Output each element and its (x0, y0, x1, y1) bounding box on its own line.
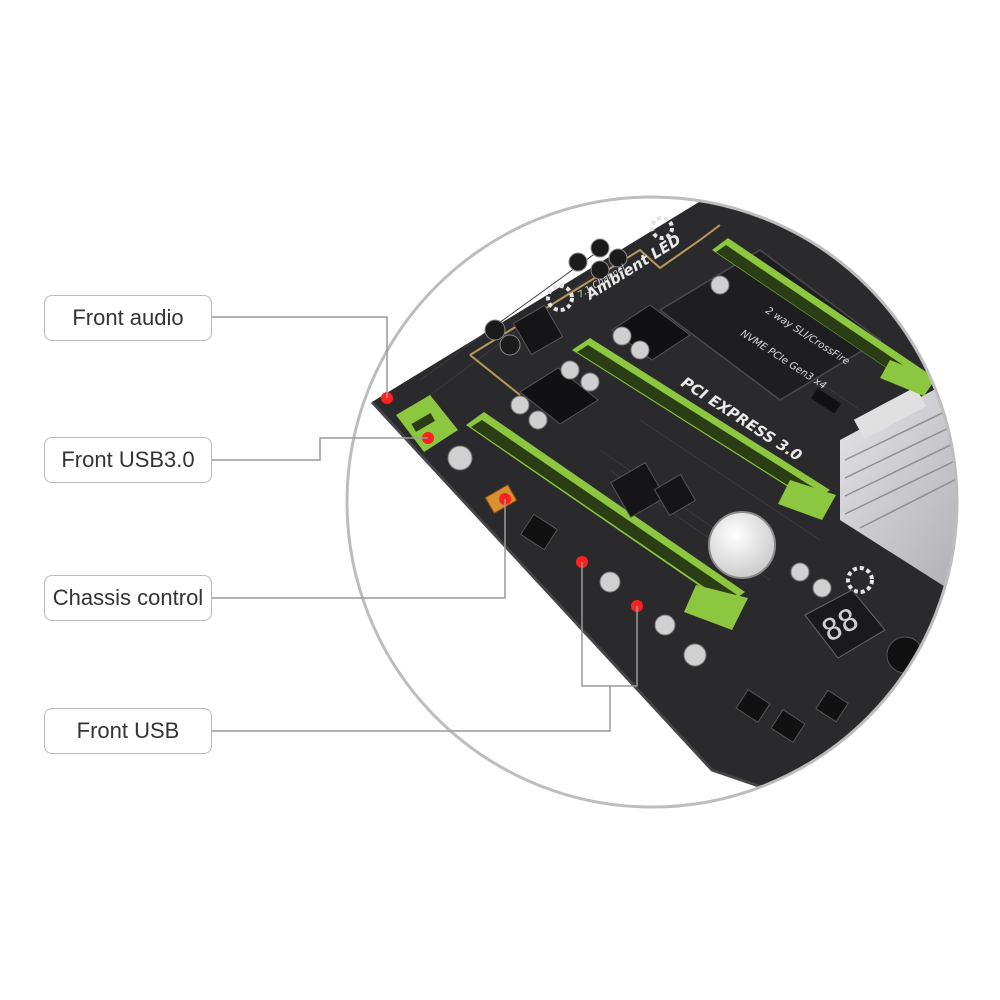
pcie-slot-3 (466, 412, 748, 630)
callout-label: Front audio (72, 305, 184, 330)
callout-front-usb: Front USB (44, 708, 212, 754)
cmos-battery (708, 511, 776, 579)
callout-front-usb3: Front USB3.0 (44, 437, 212, 483)
callout-label: Front USB3.0 (61, 447, 195, 472)
callout-chassis-control: Chassis control (44, 575, 212, 621)
callout-label: Chassis control (52, 585, 204, 610)
leader-front-usb3 (212, 437, 428, 461)
callout-front-audio: Front audio (44, 295, 212, 341)
front-usb3-header (396, 395, 458, 452)
leader-front-audio (212, 316, 388, 398)
pcie-slot-2 (572, 338, 836, 520)
leader-lines (212, 316, 638, 732)
magnifier-circle (345, 195, 959, 809)
pin-headers (520, 513, 849, 743)
leader-front-usb (212, 686, 611, 732)
leader-front-usb-bracket (581, 562, 638, 687)
lens-content: 88 Ambient LED 7.1 Channel PCI EXPRESS 3… (347, 197, 957, 807)
capacitors (447, 238, 832, 667)
leader-chassis-control (212, 499, 506, 599)
gear-decoration (546, 216, 874, 594)
pcie-slot-1 (712, 238, 936, 396)
debug-led-display: 88 (804, 589, 886, 659)
callout-label: Front USB (76, 718, 180, 743)
